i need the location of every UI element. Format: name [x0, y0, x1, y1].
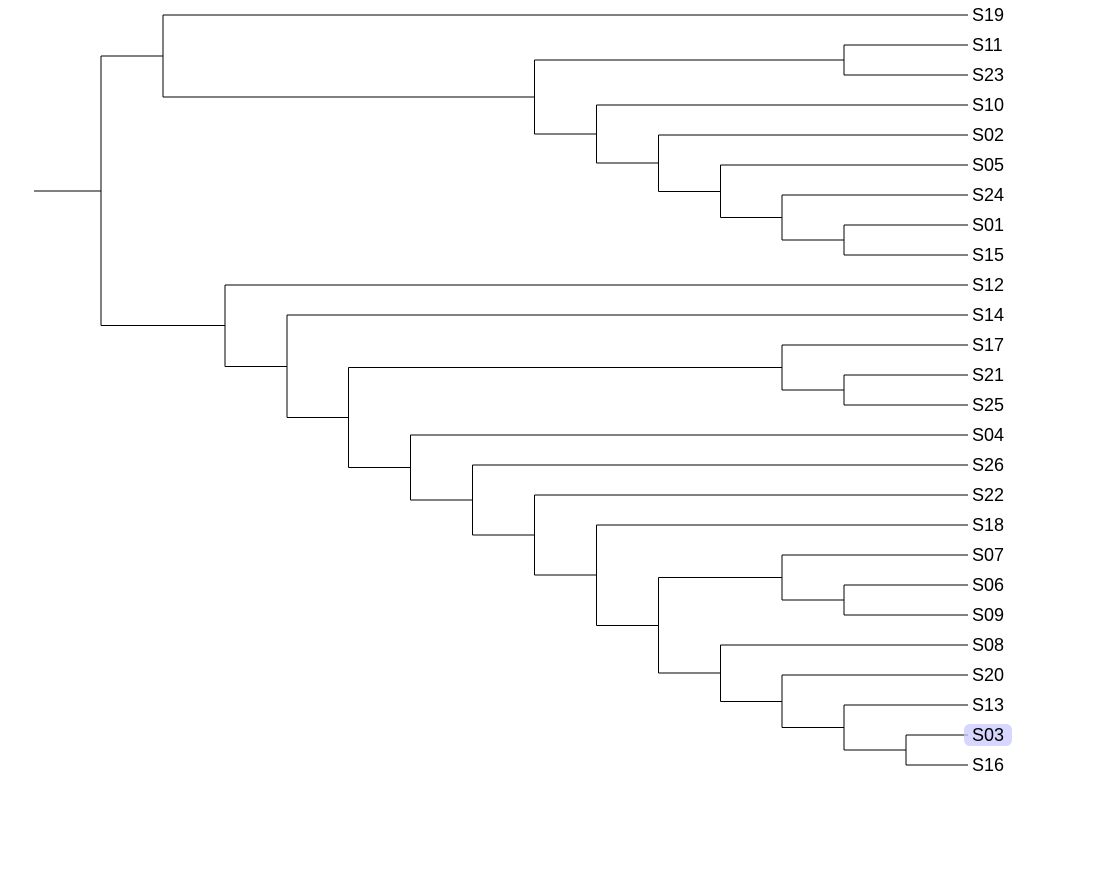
- leaf-s01[interactable]: S01: [972, 215, 1004, 235]
- leaf-s05[interactable]: S05: [972, 155, 1004, 175]
- leaf-label: S26: [972, 455, 1004, 475]
- leaf-label: S14: [972, 305, 1004, 325]
- leaf-label: S02: [972, 125, 1004, 145]
- leaf-labels: S19S11S23S10S02S05S24S01S15S12S14S17S21S…: [964, 5, 1012, 775]
- leaf-label: S11: [972, 35, 1003, 55]
- leaf-s25[interactable]: S25: [972, 395, 1004, 415]
- leaf-label: S07: [972, 545, 1004, 565]
- leaf-s16[interactable]: S16: [972, 755, 1004, 775]
- leaf-label: S15: [972, 245, 1004, 265]
- leaf-s07[interactable]: S07: [972, 545, 1004, 565]
- leaf-s12[interactable]: S12: [972, 275, 1004, 295]
- leaf-s13[interactable]: S13: [972, 695, 1004, 715]
- leaf-label: S03: [972, 725, 1004, 745]
- dendrogram-branches: [34, 14, 968, 766]
- leaf-label: S16: [972, 755, 1004, 775]
- leaf-label: S06: [972, 575, 1004, 595]
- leaf-s06[interactable]: S06: [972, 575, 1004, 595]
- leaf-s04[interactable]: S04: [972, 425, 1004, 445]
- leaf-s08[interactable]: S08: [972, 635, 1004, 655]
- leaf-label: S13: [972, 695, 1004, 715]
- leaf-s03[interactable]: S03: [964, 724, 1012, 746]
- leaf-label: S04: [972, 425, 1004, 445]
- leaf-s10[interactable]: S10: [972, 95, 1004, 115]
- leaf-label: S25: [972, 395, 1004, 415]
- leaf-s23[interactable]: S23: [972, 65, 1004, 85]
- leaf-s02[interactable]: S02: [972, 125, 1004, 145]
- leaf-label: S21: [972, 365, 1004, 385]
- leaf-label: S24: [972, 185, 1004, 205]
- leaf-label: S17: [972, 335, 1004, 355]
- leaf-label: S22: [972, 485, 1004, 505]
- leaf-s21[interactable]: S21: [972, 365, 1004, 385]
- leaf-highlight: [964, 724, 1012, 746]
- leaf-s17[interactable]: S17: [972, 335, 1004, 355]
- leaf-label: S09: [972, 605, 1004, 625]
- leaf-label: S05: [972, 155, 1004, 175]
- leaf-s22[interactable]: S22: [972, 485, 1004, 505]
- leaf-label: S19: [972, 5, 1004, 25]
- leaf-s14[interactable]: S14: [972, 305, 1004, 325]
- leaf-label: S12: [972, 275, 1004, 295]
- leaf-s09[interactable]: S09: [972, 605, 1004, 625]
- leaf-s11[interactable]: S11: [972, 35, 1003, 55]
- leaf-label: S08: [972, 635, 1004, 655]
- leaf-label: S10: [972, 95, 1004, 115]
- leaf-s15[interactable]: S15: [972, 245, 1004, 265]
- leaf-s19[interactable]: S19: [972, 5, 1004, 25]
- leaf-s18[interactable]: S18: [972, 515, 1004, 535]
- leaf-s26[interactable]: S26: [972, 455, 1004, 475]
- leaf-s24[interactable]: S24: [972, 185, 1004, 205]
- leaf-label: S20: [972, 665, 1004, 685]
- leaf-s20[interactable]: S20: [972, 665, 1004, 685]
- leaf-label: S18: [972, 515, 1004, 535]
- leaf-label: S01: [972, 215, 1004, 235]
- leaf-label: S23: [972, 65, 1004, 85]
